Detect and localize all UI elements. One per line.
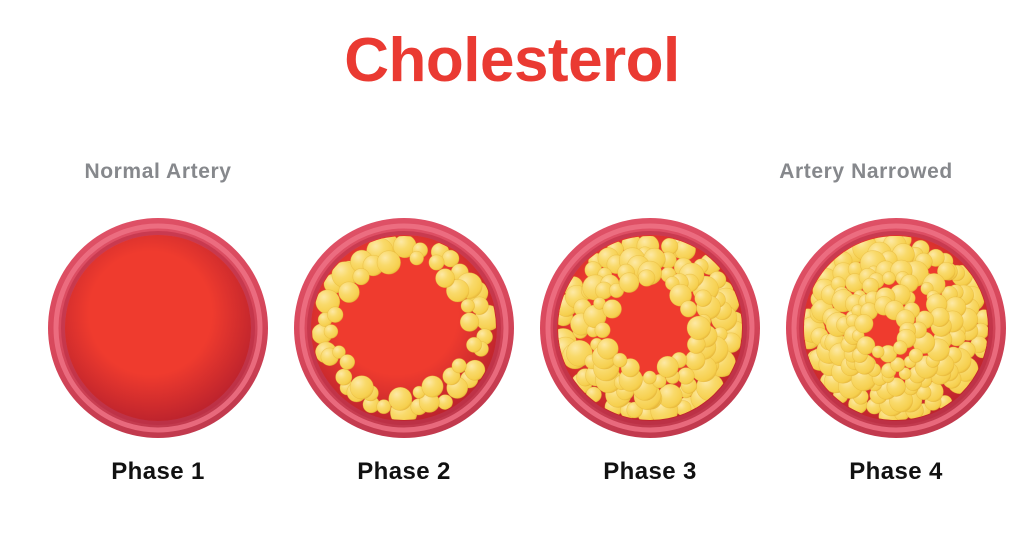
phase-label-2: Phase 2 xyxy=(357,458,451,485)
cholesterol-globule xyxy=(890,357,906,373)
artery-inner-shadow xyxy=(553,231,747,425)
cholesterol-globule xyxy=(898,367,912,381)
artery-wall-highlight xyxy=(53,223,263,433)
cholesterol-globule xyxy=(937,262,956,281)
cholesterol-globule xyxy=(596,337,619,360)
cholesterol-plaque-layer xyxy=(804,236,988,420)
cholesterol-globule xyxy=(618,272,640,293)
cholesterol-globule xyxy=(594,322,611,339)
cholesterol-globule xyxy=(352,268,370,286)
page-title: Cholesterol xyxy=(344,26,680,95)
cholesterol-globule xyxy=(388,386,413,411)
cholesterol-globule xyxy=(323,324,339,339)
cholesterol-globule xyxy=(908,348,924,363)
cholesterol-globule xyxy=(892,340,908,355)
artery-diagram-phase-4 xyxy=(786,218,1006,438)
cholesterol-globule xyxy=(677,367,695,385)
cholesterol-globule xyxy=(335,368,353,386)
cholesterol-globule xyxy=(421,375,444,398)
artery-lumen xyxy=(65,235,251,421)
cholesterol-globule xyxy=(882,271,896,286)
cholesterol-globule xyxy=(409,250,424,266)
cholesterol-globule xyxy=(694,289,712,307)
artery-diagram-phase-1 xyxy=(48,218,268,438)
cholesterol-globule xyxy=(446,279,470,303)
cholesterol-globule xyxy=(459,312,480,332)
cholesterol-globule xyxy=(338,281,360,303)
cholesterol-globule xyxy=(854,314,874,334)
cholesterol-globule xyxy=(886,377,906,397)
cholesterol-globule xyxy=(669,283,692,307)
cholesterol-globule xyxy=(460,298,475,313)
phase-label-1: Phase 1 xyxy=(111,458,205,485)
cholesterol-globule xyxy=(686,315,712,341)
artery-wall-highlight xyxy=(545,223,755,433)
cholesterol-globule xyxy=(376,399,392,415)
phase-label-3: Phase 3 xyxy=(603,458,697,485)
cholesterol-globule xyxy=(437,394,453,410)
cholesterol-globule xyxy=(451,358,467,374)
cholesterol-globule xyxy=(871,345,885,359)
cholesterol-globule xyxy=(376,250,401,275)
cholesterol-globule xyxy=(349,375,374,400)
cholesterol-globule xyxy=(339,354,356,370)
caption-normal-artery: Normal Artery xyxy=(84,160,232,183)
artery-wall-highlight xyxy=(299,223,509,433)
cholesterol-globule xyxy=(612,352,628,368)
artery-wall-highlight xyxy=(791,223,1001,433)
cholesterol-globule xyxy=(656,355,679,378)
cholesterol-plaque-layer xyxy=(558,236,742,420)
artery-inner-shadow xyxy=(799,231,993,425)
phase-label-4: Phase 4 xyxy=(849,458,943,485)
cholesterol-globule xyxy=(856,336,876,355)
cholesterol-plaque-layer xyxy=(312,236,496,420)
artery-diagram-phase-3 xyxy=(540,218,760,438)
caption-artery-narrowed: Artery Narrowed xyxy=(779,160,953,183)
cholesterol-globule xyxy=(642,370,657,385)
artery-inner-shadow xyxy=(61,231,255,425)
cholesterol-globule xyxy=(466,336,482,353)
cholesterol-globule xyxy=(428,254,445,271)
cholesterol-globule xyxy=(332,345,346,359)
cholesterol-globule xyxy=(602,299,622,319)
cholesterol-globule xyxy=(637,269,656,287)
cholesterol-globule xyxy=(679,300,698,318)
artery-diagram-phase-2 xyxy=(294,218,514,438)
cholesterol-globule xyxy=(327,306,344,323)
artery-inner-shadow xyxy=(307,231,501,425)
cholesterol-globule xyxy=(435,268,455,289)
